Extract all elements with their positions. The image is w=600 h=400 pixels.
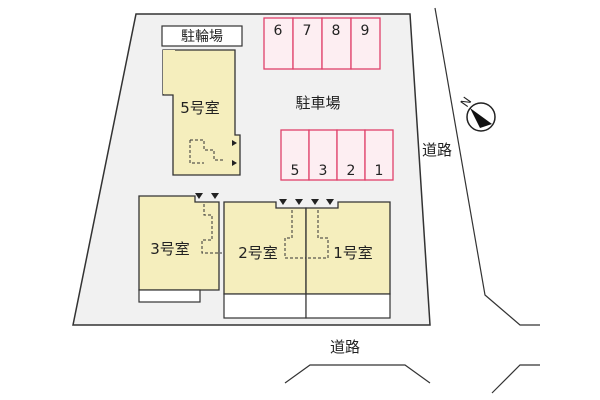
unit-label: 1号室	[333, 244, 373, 262]
bicycle-parking-box	[161, 25, 243, 47]
parking-number: 2	[347, 163, 356, 179]
parking-space	[263, 17, 294, 70]
building-unit-5: 5号室	[162, 49, 241, 176]
road-edge-right	[434, 7, 540, 326]
parking-number: 7	[303, 23, 312, 39]
unit-label: 5号室	[180, 99, 220, 117]
parking-space	[308, 129, 338, 181]
parking-space	[364, 129, 394, 181]
parking-row-bottom: 5 3 2 1	[280, 129, 394, 181]
road-label-right: 道路	[422, 141, 452, 159]
compass-icon: N	[458, 94, 496, 132]
road-edge-bottom-left	[284, 364, 431, 384]
parking-space	[280, 129, 310, 181]
car-parking-label: 駐車場	[295, 94, 340, 112]
parking-space	[336, 129, 366, 181]
parking-space	[321, 17, 352, 70]
parking-number: 6	[274, 23, 283, 39]
unit-label: 2号室	[238, 244, 278, 262]
road-edge-bottom-right	[491, 364, 540, 394]
parking-number: 1	[375, 163, 384, 179]
bicycle-parking-label: 駐輪場	[181, 28, 223, 45]
parking-number: 8	[332, 23, 341, 39]
unit-label: 3号室	[150, 240, 190, 258]
road-label-bottom: 道路	[330, 338, 360, 356]
parking-space	[350, 17, 381, 70]
parking-number: 3	[319, 163, 328, 179]
building-unit-2: 2号室	[223, 199, 307, 319]
parking-row-top: 6 7 8 9	[263, 17, 381, 70]
building-unit-1: 1号室	[305, 199, 391, 319]
building-unit-3: 3号室	[138, 193, 222, 303]
parking-number: 5	[291, 163, 300, 179]
parking-number: 9	[361, 23, 370, 39]
